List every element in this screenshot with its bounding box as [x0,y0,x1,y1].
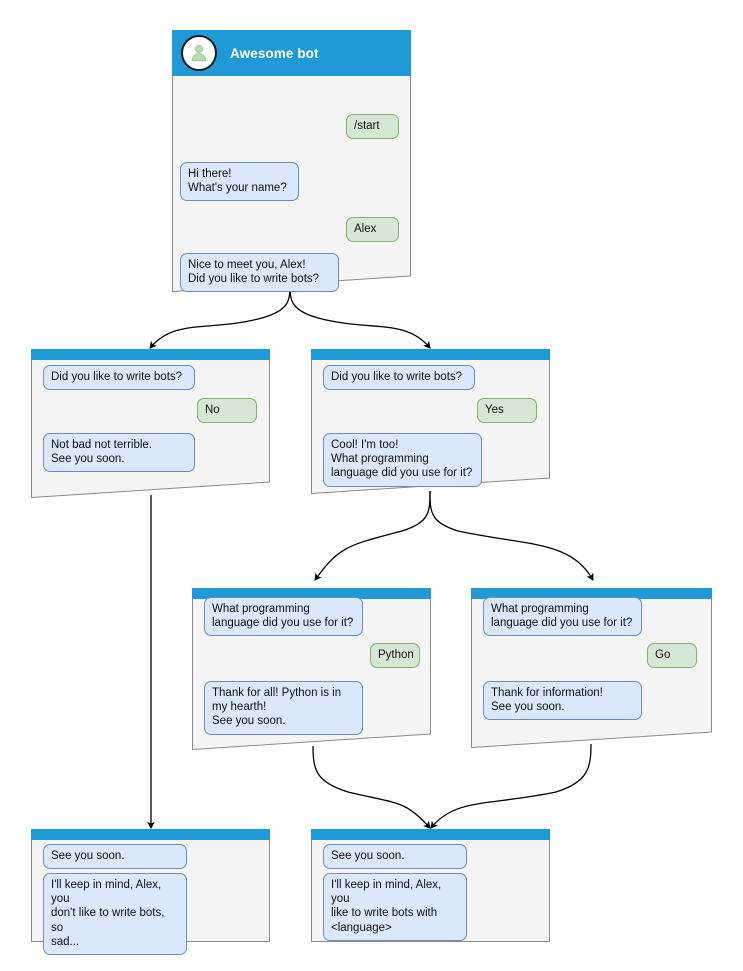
bubble-bot-not-bad[interactable]: Not bad not terrible. See you soon. [43,433,195,473]
bubble-user-name[interactable]: Alex [346,217,399,243]
connector-python-to-end-happy [312,745,431,829]
connector-root-to-no [149,282,291,349]
bot-title: Awesome bot [230,45,319,61]
card-header-branch-no [31,349,270,360]
chat-card-end-happy[interactable]: See you soon. I'll keep in mind, Alex, y… [311,829,550,942]
bubble-bot-nice-to-meet[interactable]: Nice to meet you, Alex! Did you like to … [180,253,339,293]
card-header-end-sad [31,829,270,840]
chat-card-branch-go[interactable]: What programming language did you use fo… [471,588,712,748]
bubble-bot-greeting[interactable]: Hi there! What's your name? [180,162,299,202]
chat-card-branch-yes[interactable]: Did you like to write bots? Yes Cool! I'… [311,349,550,494]
chat-card-branch-no[interactable]: Did you like to write bots? No Not bad n… [31,349,270,498]
bubble-bot-keep-in-mind-sad[interactable]: I'll keep in mind, Alex, you don't like … [43,873,187,956]
card-header-root: Awesome bot [172,30,411,76]
bubble-user-yes[interactable]: Yes [477,398,537,424]
bubble-bot-see-you-soon[interactable]: See you soon. [43,844,187,870]
connector-go-to-end-happy [430,743,592,829]
card-header-branch-yes [311,349,550,360]
bubble-user-python[interactable]: Python [370,643,420,669]
connector-root-to-yes [289,282,431,349]
bubble-user-go[interactable]: Go [647,643,697,669]
person-avatar-icon [181,35,217,71]
bubble-bot-cool-im-too[interactable]: Cool! I'm too! What programming language… [323,433,482,487]
chat-card-branch-python[interactable]: What programming language did you use fo… [192,588,431,750]
bubble-bot-question[interactable]: Did you like to write bots? [43,365,195,391]
connector-yes-to-go [429,490,594,581]
bubble-bot-question[interactable]: Did you like to write bots? [323,365,475,391]
bubble-bot-language-question[interactable]: What programming language did you use fo… [483,597,642,637]
connector-yes-to-python [314,490,431,581]
bubble-bot-thank-python[interactable]: Thank for all! Python is in my hearth! S… [204,681,363,735]
bubble-bot-keep-in-mind-happy[interactable]: I'll keep in mind, Alex, you like to wri… [323,873,467,941]
bubble-user-no[interactable]: No [197,398,257,424]
bubble-bot-language-question[interactable]: What programming language did you use fo… [204,597,363,637]
card-header-end-happy [311,829,550,840]
bubble-user-start[interactable]: /start [346,114,399,140]
bubble-bot-thank-info[interactable]: Thank for information! See you soon. [483,681,642,721]
chat-card-root[interactable]: Awesome bot /start Hi there! What's your… [172,30,411,293]
bubble-bot-see-you-soon[interactable]: See you soon. [323,844,467,870]
chat-card-end-sad[interactable]: See you soon. I'll keep in mind, Alex, y… [31,829,270,956]
